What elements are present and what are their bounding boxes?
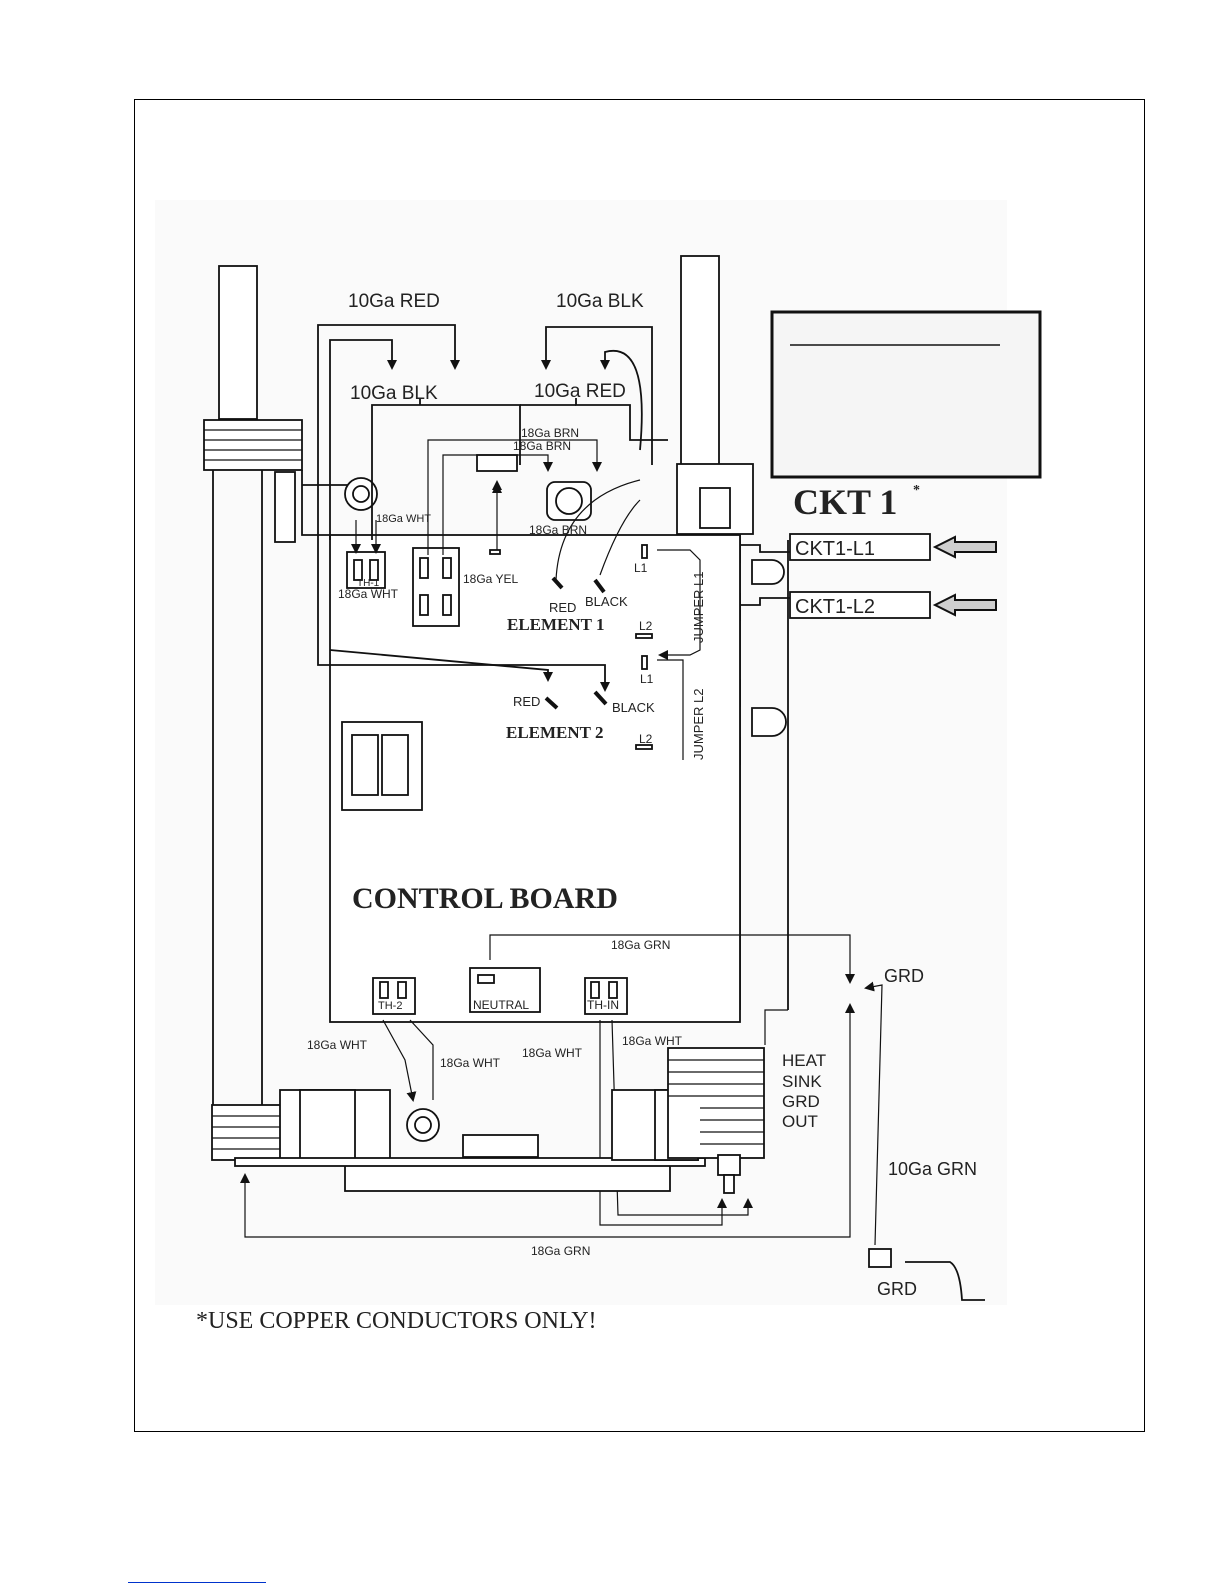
label-18ga-wht-b: 18Ga WHT bbox=[338, 587, 399, 601]
wires-10ga bbox=[317, 324, 668, 692]
label-heat-sink-1: HEAT bbox=[782, 1051, 826, 1070]
label-18ga-yel: 18Ga YEL bbox=[463, 572, 518, 586]
label-heat-sink-3: GRD bbox=[782, 1092, 820, 1111]
ckt1-l2-terminal bbox=[740, 591, 997, 619]
label-18ga-grn-bottom: 18Ga GRN bbox=[531, 1244, 590, 1258]
label-element-2: ELEMENT 2 bbox=[506, 723, 603, 742]
label-control-board: CONTROL BOARD bbox=[352, 882, 618, 915]
label-element-1: ELEMENT 1 bbox=[507, 615, 604, 634]
label-18ga-brn-b: 18Ga BRN bbox=[513, 439, 571, 453]
ckt1-l1-terminal bbox=[740, 533, 997, 561]
label-ckt1-l2: CKT1-L2 bbox=[795, 596, 875, 618]
label-18ga-wht-c: 18Ga WHT bbox=[307, 1038, 368, 1052]
page-bottom-rule bbox=[128, 1582, 266, 1583]
label-10ga-red-inner: 10Ga RED bbox=[534, 381, 626, 402]
label-ckt1-asterisk: * bbox=[913, 483, 920, 498]
bottom-manifold bbox=[234, 1047, 765, 1194]
label-10ga-grn: 10Ga GRN bbox=[888, 1159, 977, 1179]
label-l1-a: L1 bbox=[634, 561, 648, 575]
label-18ga-brn-a: 18Ga BRN bbox=[521, 426, 579, 440]
label-l1-b: L1 bbox=[640, 672, 654, 686]
label-grd-bottom: GRD bbox=[877, 1279, 917, 1299]
wires-18ga bbox=[240, 439, 883, 1246]
label-ckt1: CKT 1 bbox=[793, 482, 897, 522]
label-ckt1-l1: CKT1-L1 bbox=[795, 538, 875, 560]
label-heat-sink-4: OUT bbox=[782, 1112, 818, 1131]
yel-tab bbox=[489, 549, 501, 555]
label-th1: TH-1 bbox=[357, 578, 380, 589]
label-18ga-wht-a: 18Ga WHT bbox=[376, 513, 431, 525]
label-neutral: NEUTRAL bbox=[473, 998, 529, 1012]
label-black-e2: BLACK bbox=[612, 700, 655, 715]
label-l2-a: L2 bbox=[639, 619, 653, 633]
page-frame bbox=[134, 99, 1145, 1432]
label-heat-sink-2: SINK bbox=[782, 1072, 822, 1091]
label-18ga-wht-d: 18Ga WHT bbox=[440, 1056, 501, 1070]
left-heater-tube bbox=[203, 265, 303, 1161]
label-10ga-blk-inner: 10Ga BLK bbox=[350, 383, 438, 404]
ground-lead bbox=[905, 1261, 985, 1301]
label-18ga-wht-e: 18Ga WHT bbox=[522, 1046, 583, 1060]
label-th2: TH-2 bbox=[378, 1000, 402, 1012]
label-red-e1: RED bbox=[549, 600, 576, 615]
footnote-copper-only: *USE COPPER CONDUCTORS ONLY! bbox=[196, 1308, 597, 1334]
label-18ga-wht-f: 18Ga WHT bbox=[622, 1034, 683, 1048]
label-jumper-l2: JUMPER L2 bbox=[691, 688, 706, 760]
label-10ga-red-top: 10Ga RED bbox=[348, 291, 440, 312]
label-18ga-grn-top: 18Ga GRN bbox=[611, 938, 670, 952]
ground-terminal bbox=[868, 1248, 892, 1268]
label-18ga-brn-c: 18Ga BRN bbox=[529, 523, 587, 537]
label-10ga-blk-top: 10Ga BLK bbox=[556, 291, 644, 312]
label-th-in: TH-IN bbox=[587, 998, 619, 1012]
label-l2-b: L2 bbox=[639, 732, 653, 746]
label-red-e2: RED bbox=[513, 694, 540, 709]
label-grd-top: GRD bbox=[884, 966, 924, 986]
rating-label-box bbox=[770, 310, 1042, 479]
element-tabs bbox=[544, 544, 653, 750]
label-jumper-l1: JUMPER L1 bbox=[691, 571, 706, 643]
label-black-e1: BLACK bbox=[585, 594, 628, 609]
